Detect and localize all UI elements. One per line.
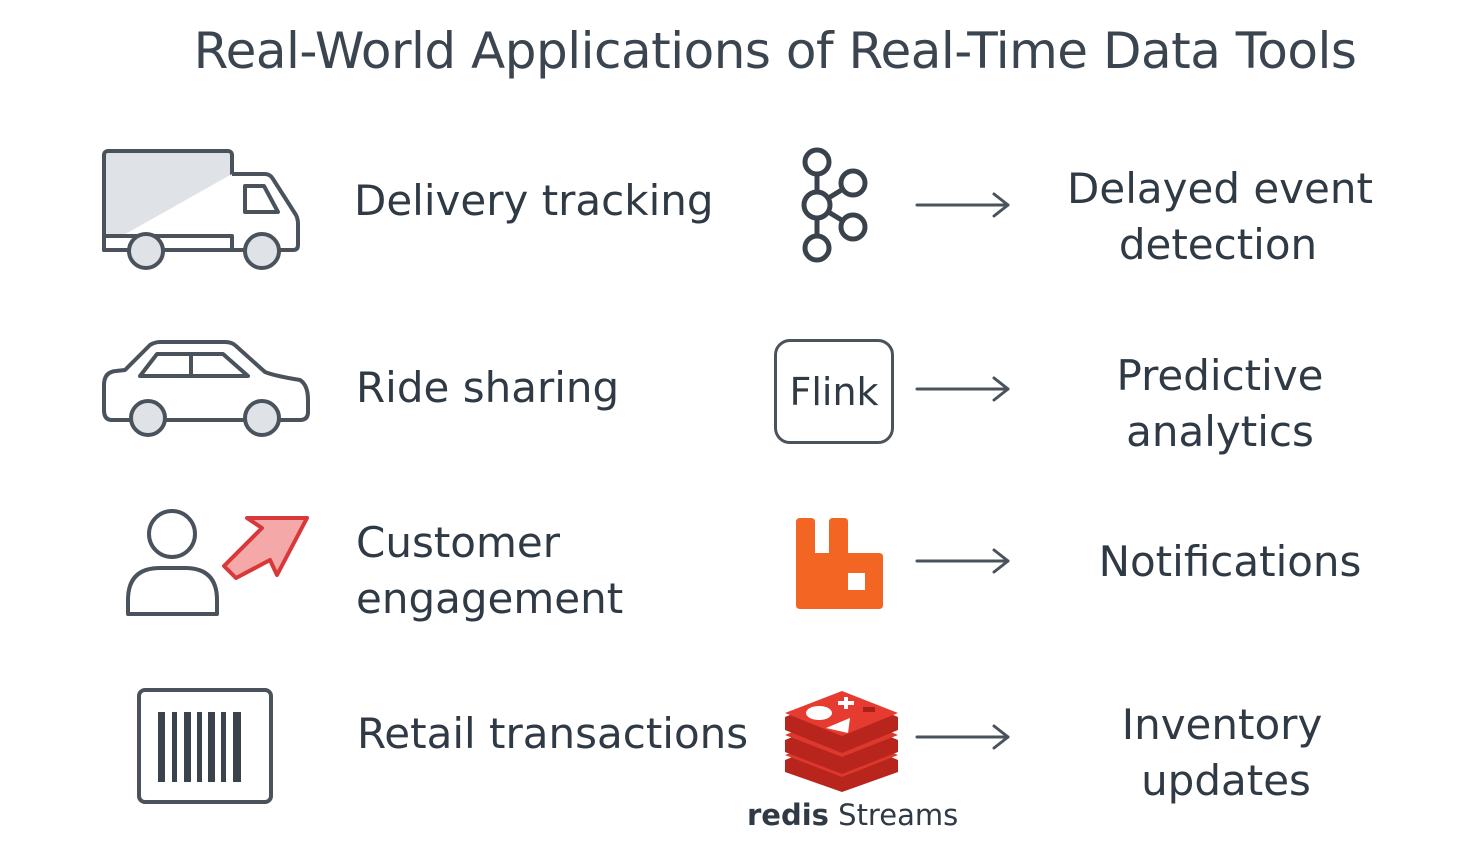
barcode-icon	[137, 688, 273, 804]
use-case-label: Ride sharing	[356, 363, 620, 412]
car-icon	[102, 340, 310, 437]
outcome-label-line2: detection	[1118, 220, 1318, 269]
arrow-icon	[915, 724, 1010, 750]
arrow-icon	[915, 376, 1010, 402]
use-case-label: Retail transactions	[357, 709, 749, 758]
outcome-label-line1: Inventory	[1121, 700, 1323, 749]
rabbitmq-icon	[796, 518, 883, 609]
outcome-label-line1: Predictive	[1116, 351, 1324, 400]
page-title: Real-World Applications of Real-Time Dat…	[193, 22, 1357, 80]
redis-streams-label: redis Streams	[747, 798, 958, 832]
outcome-label-line1: Delayed event	[1067, 164, 1373, 213]
outcome-label-line2: updates	[1141, 756, 1311, 805]
flink-box: Flink	[774, 339, 894, 444]
use-case-label-line1: Customer	[356, 518, 561, 567]
kafka-icon	[801, 147, 868, 263]
streams-text: Streams	[838, 798, 959, 832]
outcome-label: Notifications	[1098, 537, 1362, 586]
use-case-label: Delivery tracking	[354, 176, 714, 225]
person-arrow-icon	[126, 509, 309, 616]
outcome-label-line2: analytics	[1126, 407, 1314, 456]
use-case-label-line2: engagement	[356, 574, 624, 623]
truck-icon	[102, 149, 300, 270]
redis-icon	[785, 691, 898, 792]
arrow-icon	[915, 192, 1010, 218]
arrow-icon	[915, 548, 1010, 574]
redis-brand: redis	[747, 798, 829, 832]
